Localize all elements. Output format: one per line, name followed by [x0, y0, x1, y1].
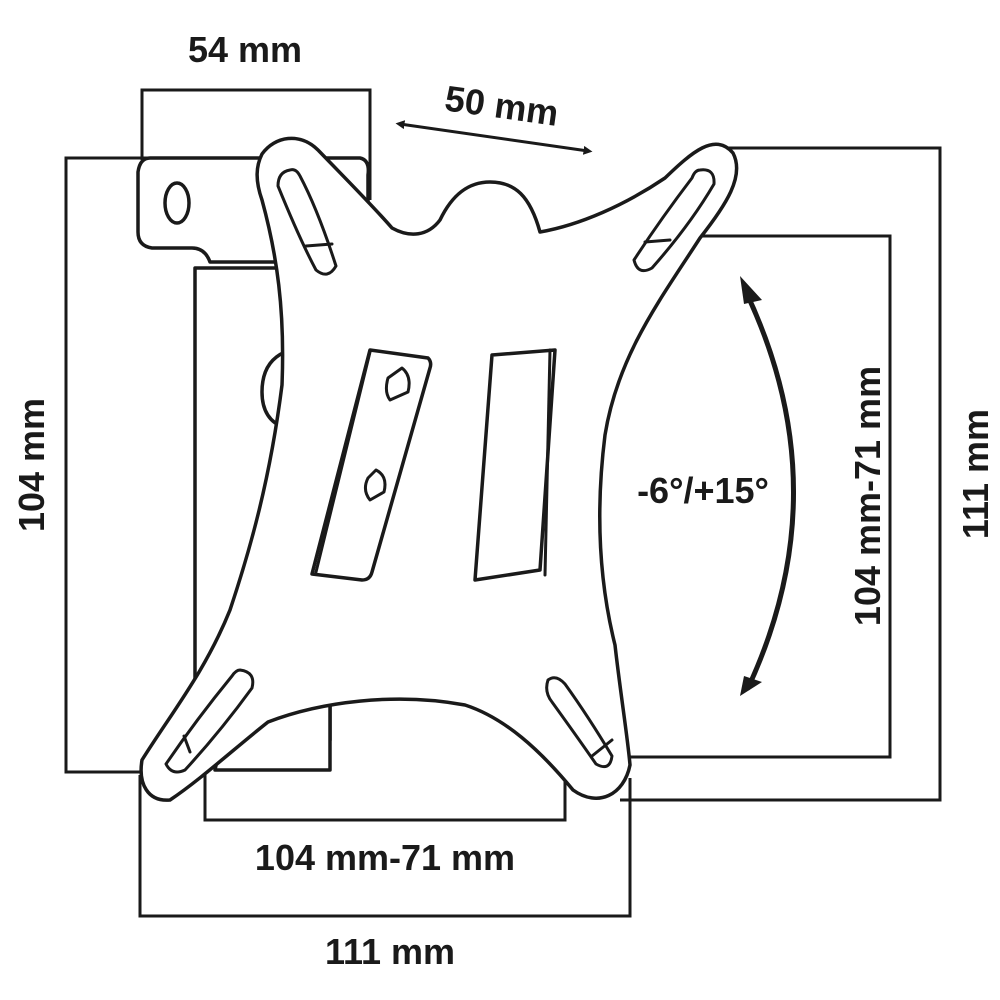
label-tilt-range: -6°/+15°: [637, 470, 769, 511]
label-111mm-right: 111 mm: [955, 409, 996, 539]
label-111mm-bottom: 111 mm: [325, 931, 455, 972]
tilt-arrow: [743, 289, 796, 691]
label-104-71mm-bottom: 104 mm-71 mm: [255, 837, 515, 878]
slot-bottom-right: [545, 676, 614, 769]
label-50mm: 50 mm: [442, 77, 561, 133]
bracket-screw-hole: [163, 181, 191, 225]
dimension-arrow-50mm: [395, 120, 593, 155]
vesa-mounting-plate: [139, 136, 739, 802]
label-104mm-left: 104 mm: [11, 398, 52, 532]
slot-bottom-left: [164, 668, 255, 774]
plate-rail-right: [473, 348, 557, 582]
dimension-frame-54mm: [140, 88, 372, 200]
dimension-frame-104-71mm-right: [605, 234, 892, 759]
dimension-frame-111mm-bottom: [138, 775, 632, 918]
tilt-arrow-head-top: [740, 276, 762, 304]
plate-rail-left: [310, 348, 433, 582]
dimension-frame-111mm-right: [620, 146, 942, 802]
slot-top-left: [276, 168, 338, 276]
dimension-frame-104mm-left: [64, 156, 150, 774]
tilt-arrow-head-bottom: [740, 676, 762, 696]
slot-top-right: [632, 168, 716, 273]
label-54mm: 54 mm: [188, 29, 302, 70]
label-104-71mm-right: 104 mm-71 mm: [847, 366, 888, 626]
